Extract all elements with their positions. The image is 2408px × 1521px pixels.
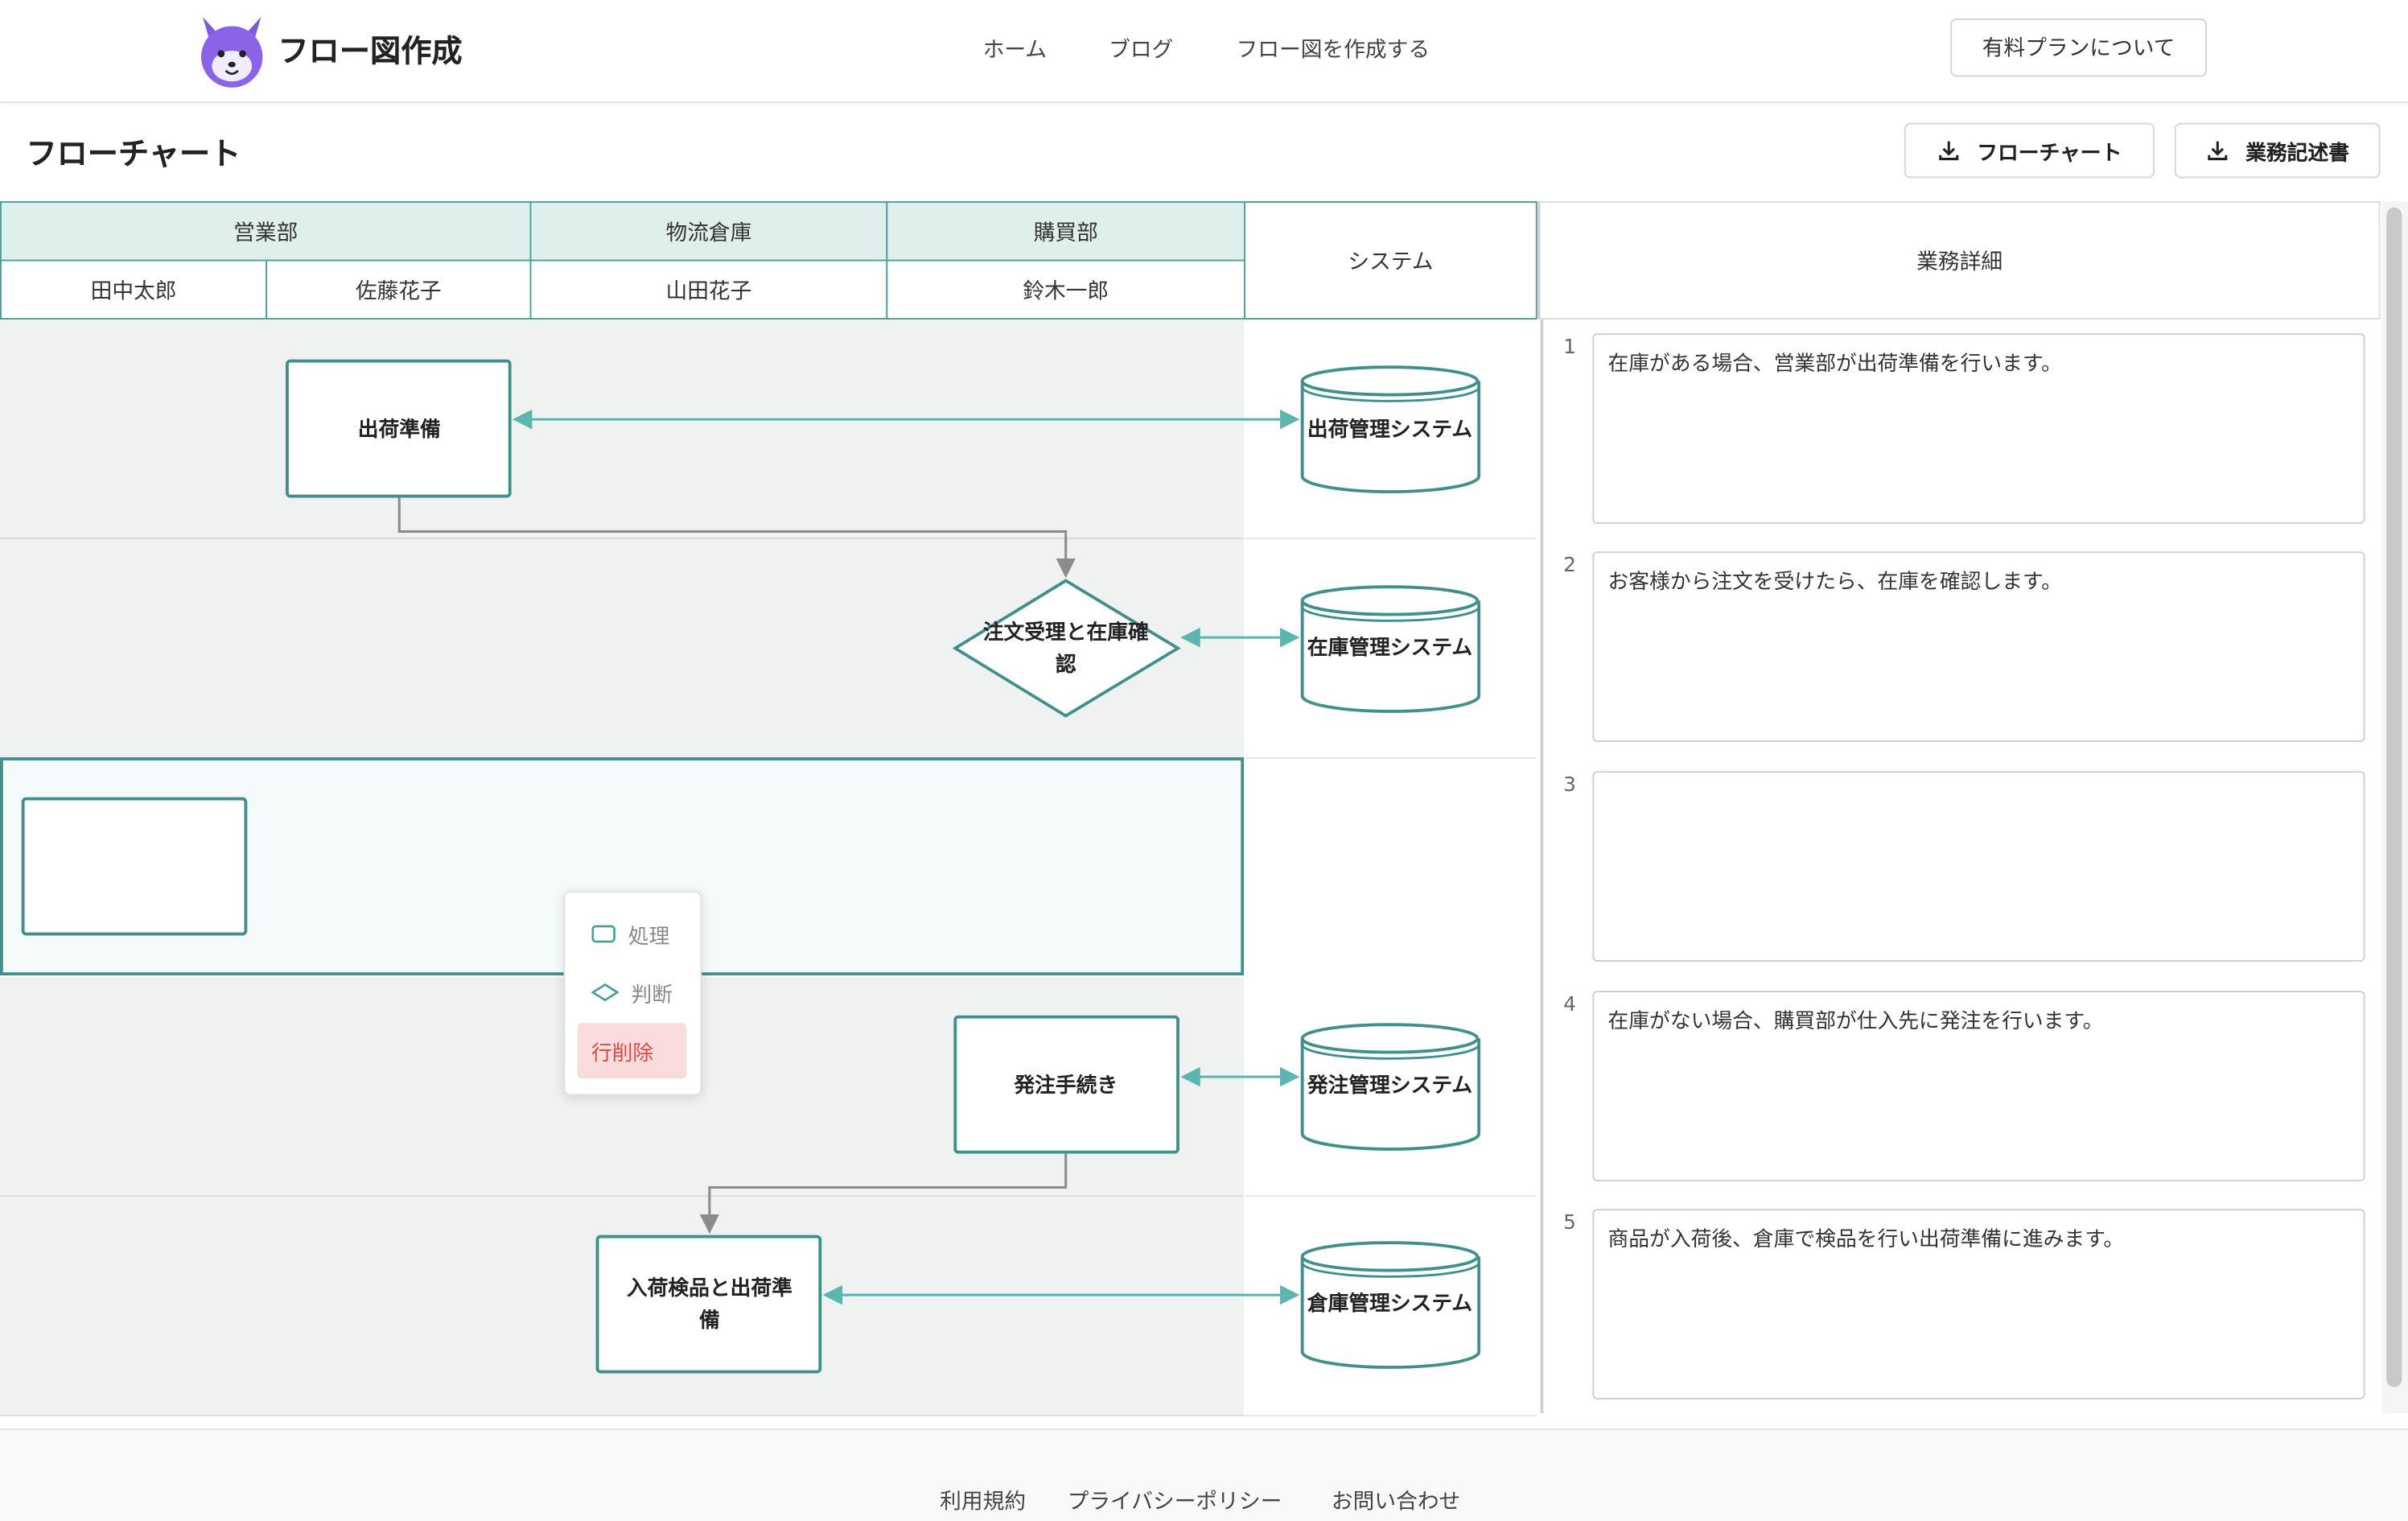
download-flowchart-label: フローチャート [1977, 141, 2122, 167]
system-database-node[interactable]: 倉庫管理システム [1300, 1241, 1481, 1369]
decision-node-label-cont: 認 [1056, 652, 1076, 677]
menu-item-delete-row[interactable]: 行削除 [577, 1023, 687, 1078]
system-name: 発注管理システム [1307, 1073, 1472, 1098]
member-header-yamada[interactable]: 山田花子 [529, 259, 888, 320]
menu-item-process-label: 処理 [628, 925, 670, 950]
menu-item-process[interactable]: 処理 [578, 906, 687, 962]
dept-header-sales[interactable]: 営業部 [0, 201, 532, 262]
paid-plan-button[interactable]: 有料プランについて [1950, 18, 2207, 77]
dept-header-logistics[interactable]: 物流倉庫 [529, 201, 888, 262]
process-node[interactable]: 出荷準備 [286, 359, 512, 498]
page-footer: 利用規約 プライバシーポリシー お問い合わせ [0, 1428, 2408, 1521]
download-manual-label: 業務記述書 [2245, 141, 2349, 167]
detail-number: 5 [1563, 1212, 1576, 1235]
decision-shape-icon [591, 983, 619, 1002]
process-shape-icon [591, 925, 615, 943]
nav-create-flow[interactable]: フロー図を作成する [1236, 38, 1430, 64]
system-name: 倉庫管理システム [1307, 1291, 1472, 1316]
detail-number: 3 [1563, 774, 1576, 798]
decision-node-label: 注文受理と在庫確 [983, 620, 1149, 645]
system-database-node[interactable]: 出荷管理システム [1300, 365, 1481, 493]
system-cell [1245, 758, 1536, 979]
menu-item-decision-label: 判断 [631, 983, 673, 1008]
detail-number: 1 [1563, 336, 1576, 360]
download-icon [2208, 141, 2228, 161]
menu-item-decision[interactable]: 判断 [578, 965, 687, 1020]
process-node-label: 入荷検品と出荷準 [627, 1276, 792, 1300]
detail-number: 4 [1563, 993, 1576, 1017]
detail-textarea[interactable] [1592, 771, 2365, 962]
process-node-label: 発注手続き [1013, 1073, 1118, 1098]
process-node-label: 出荷準備 [358, 417, 441, 442]
vertical-scrollbar[interactable] [2381, 201, 2408, 1414]
flow-connector[interactable] [699, 1153, 1068, 1235]
system-database-node[interactable]: 在庫管理システム [1300, 585, 1481, 713]
system-database-node[interactable]: 発注管理システム [1300, 1023, 1481, 1151]
process-node-label-cont: 備 [699, 1308, 720, 1333]
scrollbar-thumb[interactable] [2386, 207, 2402, 1387]
detail-number: 2 [1563, 554, 1576, 578]
member-header-sato[interactable]: 佐藤花子 [265, 259, 532, 320]
flow-row[interactable] [0, 319, 1245, 539]
process-node[interactable]: 発注手続き [953, 1015, 1179, 1154]
nav-home[interactable]: ホーム [982, 38, 1048, 64]
footer-terms-link[interactable]: 利用規約 [940, 1490, 1027, 1515]
detail-textarea[interactable]: 商品が入荷後、倉庫で検品を行い出荷準備に進みます。 [1592, 1209, 2365, 1399]
fox-logo-icon[interactable] [196, 12, 267, 89]
page-title: フローチャート [26, 134, 241, 172]
download-icon [1939, 141, 1959, 161]
details-column-header: 業務詳細 [1537, 201, 2381, 320]
footer-privacy-link[interactable]: プライバシーポリシー [1067, 1490, 1282, 1515]
flow-connector[interactable] [397, 497, 1076, 579]
download-flowchart-button[interactable]: フローチャート [1904, 122, 2155, 179]
system-name: 在庫管理システム [1307, 636, 1472, 660]
member-header-tanaka[interactable]: 田中太郎 [0, 259, 268, 320]
nav-blog[interactable]: ブログ [1109, 38, 1174, 64]
decision-node[interactable]: 注文受理と在庫確 認 [952, 579, 1181, 718]
footer-contact-link[interactable]: お問い合わせ [1331, 1490, 1461, 1515]
flowchart-canvas: 出荷準備 注文受理と在庫確 認 発注手続き 入荷検品と出荷準 備 出荷管理システ… [21, 359, 1481, 1374]
detail-textarea[interactable]: お客様から注文を受けたら、在庫を確認します。 [1592, 551, 2365, 742]
node-context-menu: 処理 判断 行削除 [563, 891, 702, 1095]
dept-header-purchasing[interactable]: 購買部 [886, 201, 1246, 262]
top-header: フロー図作成 ホーム ブログ フロー図を作成する 有料プランについて [0, 0, 2408, 103]
system-name: 出荷管理システム [1307, 418, 1472, 442]
new-process-node[interactable] [21, 797, 248, 936]
detail-textarea[interactable]: 在庫がない場合、購買部が仕入先に発注を行います。 [1592, 991, 2365, 1181]
system-column-header: システム [1244, 201, 1537, 320]
detail-textarea[interactable]: 在庫がある場合、営業部が出荷準備を行います。 [1592, 333, 2365, 524]
process-node[interactable]: 入荷検品と出荷準 備 [595, 1235, 822, 1374]
brand-name[interactable]: フロー図作成 [278, 32, 463, 69]
download-manual-button[interactable]: 業務記述書 [2174, 122, 2381, 179]
